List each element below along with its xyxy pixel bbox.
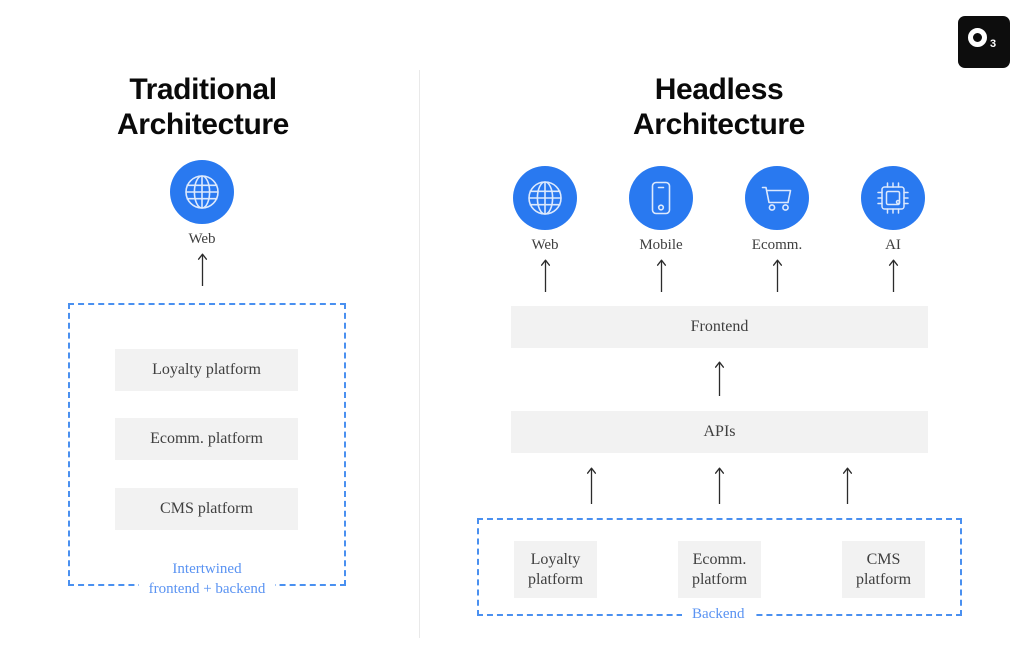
left-column-title: Traditional Architecture	[62, 72, 344, 142]
left-caption-line1: Intertwined	[172, 561, 242, 577]
right-channel-mobile: Mobile	[618, 166, 704, 254]
right-arrow-ai-to-frontend	[887, 258, 900, 292]
backend-card-ecomm: Ecomm. platform	[678, 541, 761, 598]
column-divider	[419, 70, 420, 638]
right-column-title: Headless Architecture	[554, 72, 884, 142]
left-card-cms: CMS platform	[115, 488, 298, 530]
right-arrow-web-to-frontend	[539, 258, 552, 292]
logo-ring-icon	[968, 28, 987, 47]
cpu-chip-icon	[861, 166, 925, 230]
right-channel-label-ai: AI	[885, 237, 901, 253]
backend-container-caption: Backend	[682, 605, 755, 625]
backend-card-loyalty: Loyalty platform	[514, 541, 597, 598]
arrow-ecomm-to-apis	[713, 466, 726, 504]
arrow-cms-to-apis	[841, 466, 854, 504]
arrow-loyalty-to-apis	[585, 466, 598, 504]
arrow-apis-to-frontend	[713, 360, 726, 396]
o3-logo: 3	[958, 16, 1010, 68]
globe-icon	[170, 160, 234, 224]
logo-subscript: 3	[990, 38, 997, 50]
left-arrow-web-to-stack	[196, 252, 209, 286]
apis-layer-bar: APIs	[511, 411, 928, 453]
left-title-line2: Architecture	[117, 108, 289, 142]
backend-card-cms-text: CMS platform	[855, 550, 912, 588]
left-container-caption: Intertwined frontend + backend	[96, 560, 318, 599]
right-channel-ecomm: Ecomm.	[734, 166, 820, 254]
right-channel-label-ecomm: Ecomm.	[751, 237, 803, 253]
mobile-phone-icon	[629, 166, 693, 230]
right-channel-label-mobile: Mobile	[639, 237, 683, 253]
frontend-layer-bar: Frontend	[511, 306, 928, 348]
right-channel-web: Web	[502, 166, 588, 254]
left-card-ecomm: Ecomm. platform	[115, 418, 298, 460]
right-title-line2: Architecture	[633, 108, 805, 142]
globe-icon	[513, 166, 577, 230]
left-card-loyalty: Loyalty platform	[115, 349, 298, 391]
logo-mark: 3	[965, 25, 1003, 59]
right-channel-label-web: Web	[531, 237, 559, 253]
left-caption-line2: frontend + backend	[138, 579, 276, 599]
right-arrow-ecomm-to-frontend	[771, 258, 784, 292]
left-channel-label-web: Web	[188, 231, 216, 247]
right-arrow-mobile-to-frontend	[655, 258, 668, 292]
right-title-line1: Headless	[654, 73, 784, 106]
right-channel-ai: AI	[850, 166, 936, 254]
shopping-cart-icon	[745, 166, 809, 230]
backend-card-ecomm-text: Ecomm. platform	[691, 550, 748, 588]
left-channel-web: Web	[159, 160, 245, 248]
left-title-line1: Traditional	[129, 73, 277, 106]
backend-card-loyalty-text: Loyalty platform	[527, 550, 584, 588]
backend-card-cms: CMS platform	[842, 541, 925, 598]
